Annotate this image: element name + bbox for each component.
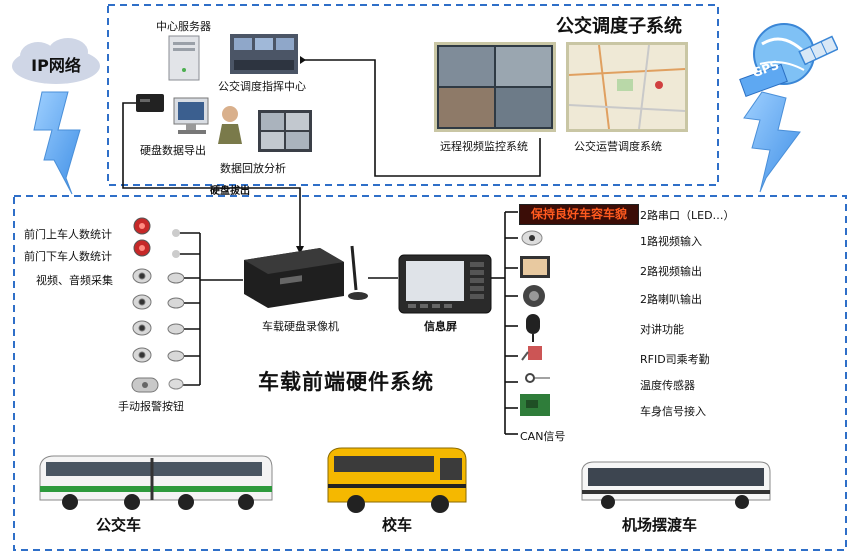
left-input-devices bbox=[131, 217, 184, 393]
playback-label: 数据回放分析 bbox=[220, 162, 286, 175]
operator-workstation-icon bbox=[173, 97, 242, 144]
speaker-icon bbox=[523, 285, 545, 307]
output-label-speaker-out: 2路喇叭输出 bbox=[640, 293, 702, 306]
command-center-photo-icon bbox=[230, 34, 298, 74]
passenger-counter-icon bbox=[133, 239, 180, 258]
operation-dispatch-label: 公交运营调度系统 bbox=[574, 140, 662, 153]
airport-shuttle-icon bbox=[581, 461, 771, 509]
input-label-boarding-count: 前门上车人数统计 bbox=[24, 228, 112, 241]
ip-network-label: IP网络 bbox=[31, 56, 81, 75]
output-label-can: CAN信号 bbox=[520, 430, 566, 443]
dome-camera-icon bbox=[132, 320, 184, 336]
playback-screen-icon bbox=[258, 110, 312, 152]
dispatch-subsystem-border bbox=[107, 4, 719, 186]
vehicle-label-school-bus: 校车 bbox=[382, 516, 413, 534]
gps-satellite-icon bbox=[739, 23, 838, 97]
led-sign-icon: 保持良好车容车貌 bbox=[519, 204, 639, 225]
dome-camera-icon bbox=[132, 347, 184, 363]
alarm-button-icon bbox=[131, 377, 184, 393]
output-label-video-in: 1路视频输入 bbox=[640, 235, 702, 248]
info-screen-icon bbox=[398, 254, 492, 314]
vehicle-label-airport-shuttle: 机场摆渡车 bbox=[622, 516, 698, 534]
frontend-system-border bbox=[13, 195, 847, 551]
disk-recorder-small-icon bbox=[136, 94, 164, 112]
input-label-alarm-button: 手动报警按钮 bbox=[118, 400, 184, 413]
command-center-label: 公交调度指挥中心 bbox=[218, 80, 306, 93]
remote-video-grid-icon bbox=[437, 45, 553, 129]
monitor-icon bbox=[520, 256, 550, 278]
dome-camera-icon bbox=[132, 294, 184, 310]
input-label-alighting-count: 前门下车人数统计 bbox=[24, 250, 112, 263]
info-screen-label: 信息屏 bbox=[424, 320, 457, 333]
sensor-icon bbox=[525, 373, 550, 383]
school-bus-icon bbox=[327, 447, 467, 513]
output-label-body-signal: 车身信号接入 bbox=[640, 405, 706, 418]
right-output-devices bbox=[520, 230, 550, 416]
remote-video-label: 远程视频监控系统 bbox=[440, 140, 528, 153]
output-label-temperature: 温度传感器 bbox=[640, 379, 695, 392]
board-icon bbox=[520, 394, 550, 416]
recorder-label: 车载硬盘录像机 bbox=[262, 320, 339, 333]
remote-video-panel bbox=[434, 42, 556, 132]
camera-icon bbox=[521, 230, 543, 246]
input-label-av-capture: 视频、音频采集 bbox=[36, 274, 113, 287]
dispatch-map-icon bbox=[568, 44, 686, 130]
passenger-counter-icon bbox=[133, 217, 180, 237]
disk-removal-label: 硬盘拔出 bbox=[210, 186, 250, 197]
right-lightning-icon bbox=[743, 91, 801, 193]
left-lightning-icon bbox=[33, 91, 81, 195]
rfid-icon bbox=[521, 346, 542, 361]
output-label-video-out: 2路视频输出 bbox=[640, 265, 702, 278]
vehicle-label-city-bus: 公交车 bbox=[96, 516, 142, 534]
output-label-rfid: RFID司乘考勤 bbox=[640, 353, 710, 366]
city-bus-icon bbox=[39, 455, 273, 510]
output-label-intercom: 对讲功能 bbox=[640, 323, 684, 336]
microphone-icon bbox=[526, 314, 540, 342]
vehicle-dvr-icon bbox=[244, 245, 368, 308]
dispatch-subsystem-title: 公交调度子系统 bbox=[556, 16, 682, 37]
disk-export-label: 硬盘数据导出 bbox=[140, 144, 206, 157]
frontend-system-title: 车载前端硬件系统 bbox=[258, 370, 434, 394]
center-server-label: 中心服务器 bbox=[156, 20, 211, 33]
server-tower-icon bbox=[168, 35, 200, 81]
dome-camera-icon bbox=[132, 268, 184, 284]
operation-dispatch-panel bbox=[566, 42, 688, 132]
output-label-serial: 2路串口（LED…） bbox=[640, 209, 735, 222]
ip-network-cloud-icon bbox=[12, 38, 100, 84]
